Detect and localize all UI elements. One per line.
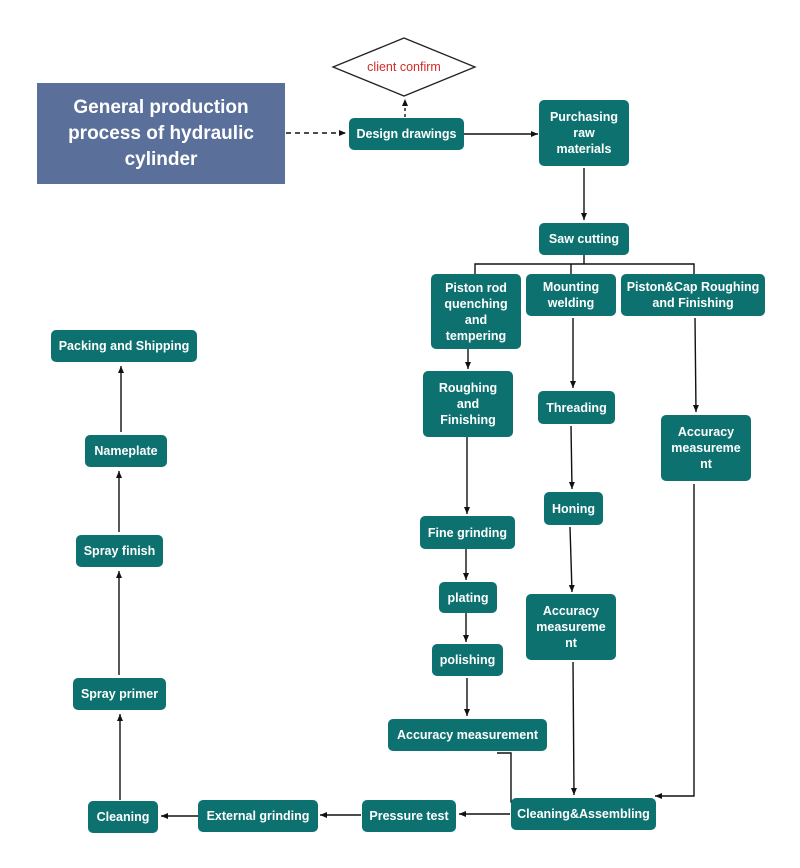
node-cleaning: Cleaning xyxy=(88,801,158,833)
node-accuracy-measurement-middle: Accuracy measureme nt xyxy=(526,594,616,660)
arrow-threading-to-honing xyxy=(568,425,575,490)
arrow-accuracy-to-assembling-mid xyxy=(570,661,577,796)
node-roughing-finishing: Roughing and Finishing xyxy=(423,371,513,437)
branch-saw-cutting xyxy=(474,255,695,274)
node-mounting-welding: Mounting welding xyxy=(526,274,616,316)
node-design-drawings: Design drawings xyxy=(349,118,464,150)
node-accuracy-measurement-left: Accuracy measurement xyxy=(388,719,547,751)
node-threading: Threading xyxy=(538,391,615,424)
diagram-title: General production process of hydraulic … xyxy=(37,83,285,184)
node-purchasing-raw-materials: Purchasing raw materials xyxy=(539,100,629,166)
node-plating: plating xyxy=(439,582,497,613)
node-cleaning-assembling: Cleaning&Assembling xyxy=(511,798,656,830)
node-spray-finish: Spray finish xyxy=(76,535,163,567)
arrow-accuracy-right-to-assembling xyxy=(655,484,695,799)
node-packing-shipping: Packing and Shipping xyxy=(51,330,197,362)
node-external-grinding: External grinding xyxy=(198,800,318,832)
decision-client-confirm: client confirm xyxy=(367,60,441,74)
node-piston-cap-roughing: Piston&Cap Roughing and Finishing xyxy=(621,274,765,316)
arrow-accuracy-to-assembling xyxy=(497,752,522,805)
arrow-honing-to-accuracy xyxy=(568,526,575,593)
node-saw-cutting: Saw cutting xyxy=(539,223,629,255)
arrow-pistoncap-to-accuracy xyxy=(692,317,699,413)
decision-diamond xyxy=(331,37,477,97)
node-spray-primer: Spray primer xyxy=(73,678,166,710)
node-honing: Honing xyxy=(544,492,603,525)
node-nameplate: Nameplate xyxy=(85,435,167,467)
node-pressure-test: Pressure test xyxy=(362,800,456,832)
node-fine-grinding: Fine grinding xyxy=(420,516,515,549)
node-accuracy-measurement-right: Accuracy measureme nt xyxy=(661,415,751,481)
node-polishing: polishing xyxy=(432,644,503,676)
node-piston-rod-quenching: Piston rod quenching and tempering xyxy=(431,274,521,349)
